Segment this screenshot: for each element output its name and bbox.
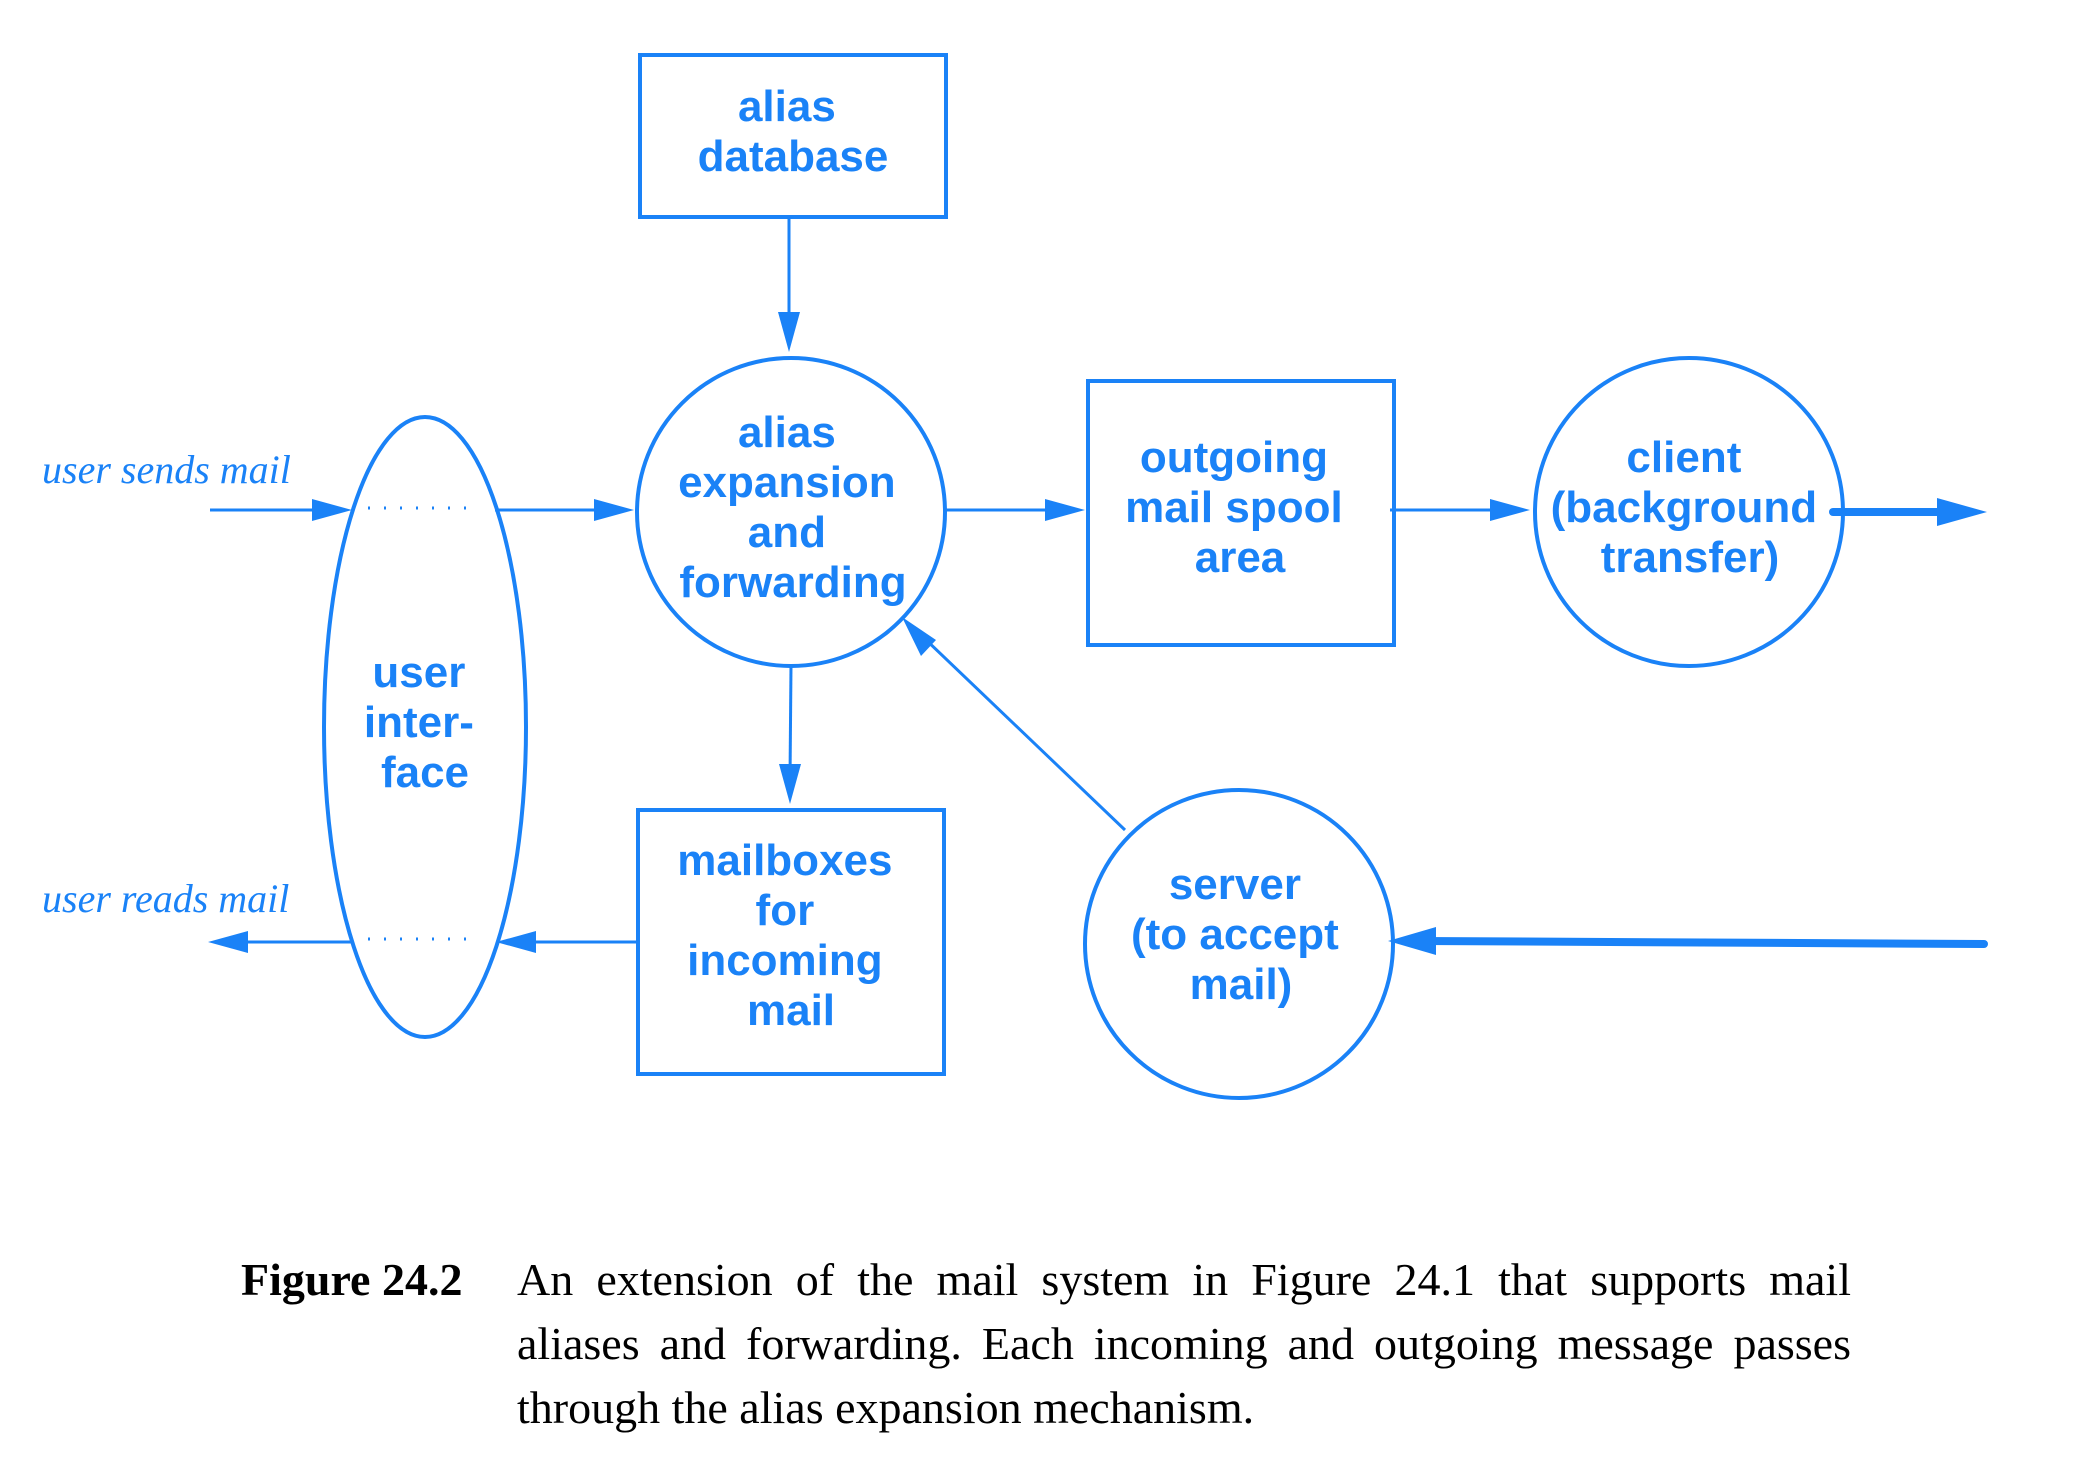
alias-database-box [638,53,948,219]
arrowhead-user-reads-out [208,931,248,953]
arrowhead-expansion-to-spool [1045,499,1085,521]
arrowhead-user-sends-in [312,499,352,521]
arrowhead-client-out [1937,498,1987,526]
figure-number: Figure 24.2 [241,1254,463,1305]
alias-database-label: alias database [698,82,889,181]
alias-expansion-circle [635,356,947,668]
arrowhead-ui-to-alias-expansion [594,499,634,521]
mailboxes-label: mailboxes for incoming mail [677,836,904,1035]
outgoing-spool-box [1086,379,1396,647]
server-label: server (to accept mail) [1131,860,1351,1009]
arrow-expansion-to-mailboxes [788,664,793,781]
user-reads-mail-label: user reads mail [42,876,289,921]
user-interface-ellipse [322,415,528,1039]
shapes [322,53,1845,1100]
arrowhead-spool-to-client [1490,499,1530,521]
alias-expansion-label: alias expansion and forwarding [678,408,908,607]
edge-labels: user sends mail user reads mail [42,447,291,921]
node-labels: alias database alias expansion and forwa… [364,82,1830,1035]
connectors [208,217,1988,955]
server-circle [1083,788,1395,1100]
outgoing-spool-label: outgoing mail spool area [1125,433,1355,582]
arrowhead-incoming-to-server [1388,927,1436,955]
arrowhead-server-to-expansion [902,617,936,656]
figure-caption: Figure 24.2 An extension of the mail sys… [241,1248,1851,1440]
client-label: client (background transfer) [1551,433,1830,582]
mailboxes-box [636,808,946,1076]
arrowhead-db-to-expansion [778,312,800,352]
arrowhead-mailboxes-to-ui [496,931,536,953]
user-interface-label: user inter- face [364,648,486,797]
user-sends-mail-label: user sends mail [42,447,291,492]
arrowhead-expansion-to-mailboxes [779,764,801,804]
client-circle [1533,356,1845,668]
arrow-incoming-to-server [1416,937,1988,948]
arrow-server-to-expansion [920,634,1127,832]
caption-text: An extension of the mail system in Figur… [517,1254,1851,1433]
